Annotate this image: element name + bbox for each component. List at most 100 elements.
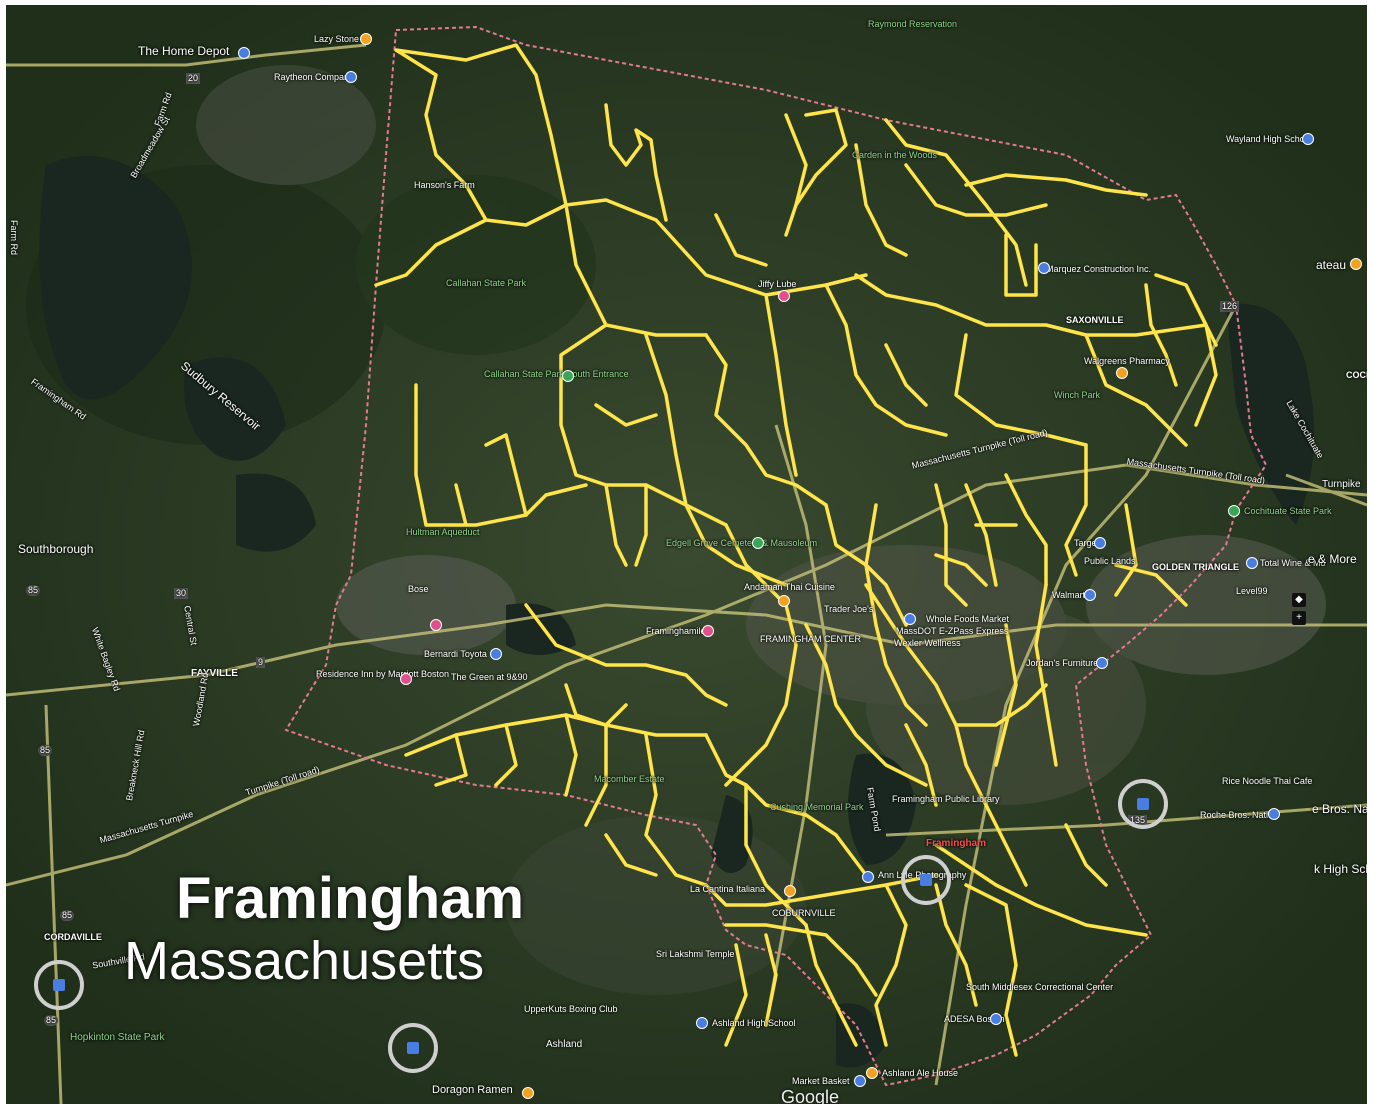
place-coburnville[interactable]: COBURNVILLE bbox=[772, 908, 836, 918]
restaurant-pin-icon[interactable] bbox=[360, 33, 372, 45]
highlighted-location-ring[interactable] bbox=[388, 1023, 438, 1073]
place-more[interactable]: e & More bbox=[1308, 552, 1357, 566]
place-cochituate-sp[interactable]: Cochituate State Park bbox=[1244, 506, 1332, 516]
place-marquez[interactable]: Marquez Construction Inc. bbox=[1046, 264, 1152, 274]
place-green-9090[interactable]: The Green at 9&90 bbox=[451, 672, 528, 682]
place-wayland-high[interactable]: Wayland High School bbox=[1226, 134, 1312, 144]
car-dealer-pin-icon[interactable] bbox=[490, 648, 502, 660]
place-golden-triangle[interactable]: GOLDEN TRIANGLE bbox=[1152, 562, 1239, 572]
highlighted-location-ring[interactable] bbox=[1118, 779, 1168, 829]
store-pin-icon[interactable] bbox=[1246, 557, 1258, 569]
place-callahan[interactable]: Callahan State Park bbox=[446, 278, 527, 288]
place-andaman[interactable]: Andaman Thai Cuisine bbox=[744, 582, 835, 592]
store-pin-icon[interactable] bbox=[430, 619, 442, 631]
business-pin-icon[interactable] bbox=[990, 1013, 1002, 1025]
cemetery-pin-icon[interactable] bbox=[752, 537, 764, 549]
place-library[interactable]: Framingham Public Library bbox=[892, 794, 1000, 804]
place-rice-noodle[interactable]: Rice Noodle Thai Cafe bbox=[1222, 776, 1313, 786]
compass-icon[interactable]: ◆ bbox=[1292, 593, 1306, 607]
highlighted-location-ring[interactable] bbox=[34, 960, 84, 1010]
place-public-lands[interactable]: Public Lands bbox=[1084, 556, 1136, 566]
place-walgreens[interactable]: Walgreens Pharmacy bbox=[1084, 356, 1170, 366]
place-garden-woods[interactable]: Garden in the Woods bbox=[852, 150, 937, 160]
place-la-cantina[interactable]: La Cantina Italiana bbox=[690, 884, 766, 894]
place-bernardi[interactable]: Bernardi Toyota bbox=[424, 649, 487, 659]
title-state: Massachusetts bbox=[124, 931, 485, 991]
place-lazy-stone[interactable]: Lazy Stone bbox=[314, 34, 360, 44]
park-pin-icon[interactable] bbox=[562, 370, 574, 382]
place-winch[interactable]: Winch Park bbox=[1054, 390, 1101, 400]
place-target[interactable]: Target bbox=[1074, 538, 1100, 548]
place-bose[interactable]: Bose bbox=[408, 584, 429, 594]
park-pin-icon[interactable] bbox=[1228, 505, 1240, 517]
camera-pin-icon[interactable] bbox=[862, 871, 874, 883]
place-market-basket[interactable]: Market Basket bbox=[792, 1076, 850, 1086]
place-dorageon[interactable]: Doragon Ramen bbox=[432, 1084, 513, 1096]
place-whole-foods[interactable]: Whole Foods Market bbox=[926, 614, 1010, 624]
place-sri-lakshmi[interactable]: Sri Lakshmi Temple bbox=[656, 949, 735, 959]
school-pin-icon[interactable] bbox=[696, 1017, 708, 1029]
place-hultman[interactable]: Hultman Aqueduct bbox=[406, 527, 480, 537]
store-pin-icon[interactable] bbox=[854, 1075, 866, 1087]
restaurant-pin-icon[interactable] bbox=[784, 885, 796, 897]
store-pin-icon[interactable] bbox=[702, 625, 714, 637]
place-massdot[interactable]: MassDOT E-ZPass Express bbox=[896, 626, 1009, 636]
restaurant-pin-icon[interactable] bbox=[522, 1087, 534, 1099]
place-south-middlesex[interactable]: South Middlesex Correctional Center bbox=[966, 982, 1114, 992]
place-callahan-south[interactable]: Callahan State Park South Entrance bbox=[484, 369, 629, 379]
store-pin-icon[interactable] bbox=[904, 613, 916, 625]
restaurant-pin-icon[interactable] bbox=[866, 1067, 878, 1079]
place-trader-joes[interactable]: Trader Joe's bbox=[824, 604, 874, 614]
train-station-icon bbox=[53, 979, 65, 991]
place-ashland-high[interactable]: Ashland High School bbox=[712, 1018, 796, 1028]
place-macomber[interactable]: Macomber Estate bbox=[594, 774, 665, 784]
place-cochit[interactable]: COCH bbox=[1346, 370, 1367, 380]
place-upperkuts[interactable]: UpperKuts Boxing Club bbox=[524, 1004, 618, 1014]
place-chateau[interactable]: ateau bbox=[1316, 258, 1347, 272]
place-jiffy-lube[interactable]: Jiffy Lube bbox=[758, 279, 797, 289]
restaurant-pin-icon[interactable] bbox=[1350, 258, 1362, 270]
store-pin-icon[interactable] bbox=[1084, 589, 1096, 601]
hotel-pin-icon[interactable] bbox=[400, 673, 412, 685]
place-residence-inn[interactable]: Residence Inn by Marriott Boston bbox=[316, 669, 450, 679]
business-pin-icon[interactable] bbox=[1038, 262, 1050, 274]
place-framingham[interactable]: Framingham bbox=[926, 838, 987, 849]
place-adesa[interactable]: ADESA Boston bbox=[944, 1014, 1005, 1024]
school-pin-icon[interactable] bbox=[1302, 133, 1314, 145]
place-ashland-ale[interactable]: Ashland Ale House bbox=[882, 1068, 959, 1078]
place-ashland[interactable]: Ashland bbox=[546, 1039, 583, 1050]
place-roche-bros[interactable]: Roche Bros. Natick bbox=[1200, 810, 1278, 820]
restaurant-pin-icon[interactable] bbox=[778, 595, 790, 607]
satellite-map[interactable]: 20 30 85 85 85 85 9 135 126 The Home Dep… bbox=[6, 5, 1367, 1104]
title-city: Framingham bbox=[176, 866, 525, 931]
store-pin-icon[interactable] bbox=[1268, 808, 1280, 820]
place-level99[interactable]: Level99 bbox=[1236, 586, 1268, 596]
place-southborough[interactable]: Southborough bbox=[18, 542, 94, 556]
place-hansons[interactable]: Hanson's Farm bbox=[414, 180, 475, 190]
place-fayville[interactable]: FAYVILLE bbox=[191, 668, 238, 679]
place-k-high[interactable]: k High Sch bbox=[1314, 862, 1367, 876]
pharmacy-pin-icon[interactable] bbox=[1116, 367, 1128, 379]
place-framinghamiler[interactable]: Framinghamiler bbox=[646, 626, 709, 636]
highlighted-location-ring[interactable] bbox=[901, 855, 951, 905]
place-saxonville[interactable]: SAXONVILLE bbox=[1066, 315, 1124, 325]
place-home-depot[interactable]: The Home Depot bbox=[138, 44, 230, 58]
place-raymond[interactable]: Raymond Reservation bbox=[868, 19, 958, 29]
store-pin-icon[interactable] bbox=[1094, 537, 1106, 549]
place-cordaville[interactable]: CORDAVILLE bbox=[44, 932, 102, 942]
place-total-wine[interactable]: Total Wine & Mo bbox=[1260, 558, 1326, 568]
place-wexler[interactable]: Wexler Wellness bbox=[894, 638, 961, 648]
store-pin-icon[interactable] bbox=[238, 47, 250, 59]
place-cushing[interactable]: Cushing Memorial Park bbox=[770, 802, 864, 812]
zoom-in-icon[interactable]: + bbox=[1292, 611, 1306, 625]
place-hopkinton[interactable]: Hopkinton State Park bbox=[70, 1032, 165, 1043]
auto-service-pin-icon[interactable] bbox=[778, 290, 790, 302]
place-raytheon[interactable]: Raytheon Company bbox=[274, 72, 354, 82]
store-pin-icon[interactable] bbox=[1096, 657, 1108, 669]
place-edgell[interactable]: Edgell Grove Cemetery & Mausoleum bbox=[666, 538, 818, 548]
place-bros-na[interactable]: e Bros. Na bbox=[1312, 802, 1367, 816]
place-framingham-center[interactable]: FRAMINGHAM CENTER bbox=[760, 634, 861, 644]
business-pin-icon[interactable] bbox=[345, 71, 357, 83]
place-jordans[interactable]: Jordan's Furniture bbox=[1026, 658, 1099, 668]
place-walmart[interactable]: Walmart bbox=[1052, 590, 1086, 600]
